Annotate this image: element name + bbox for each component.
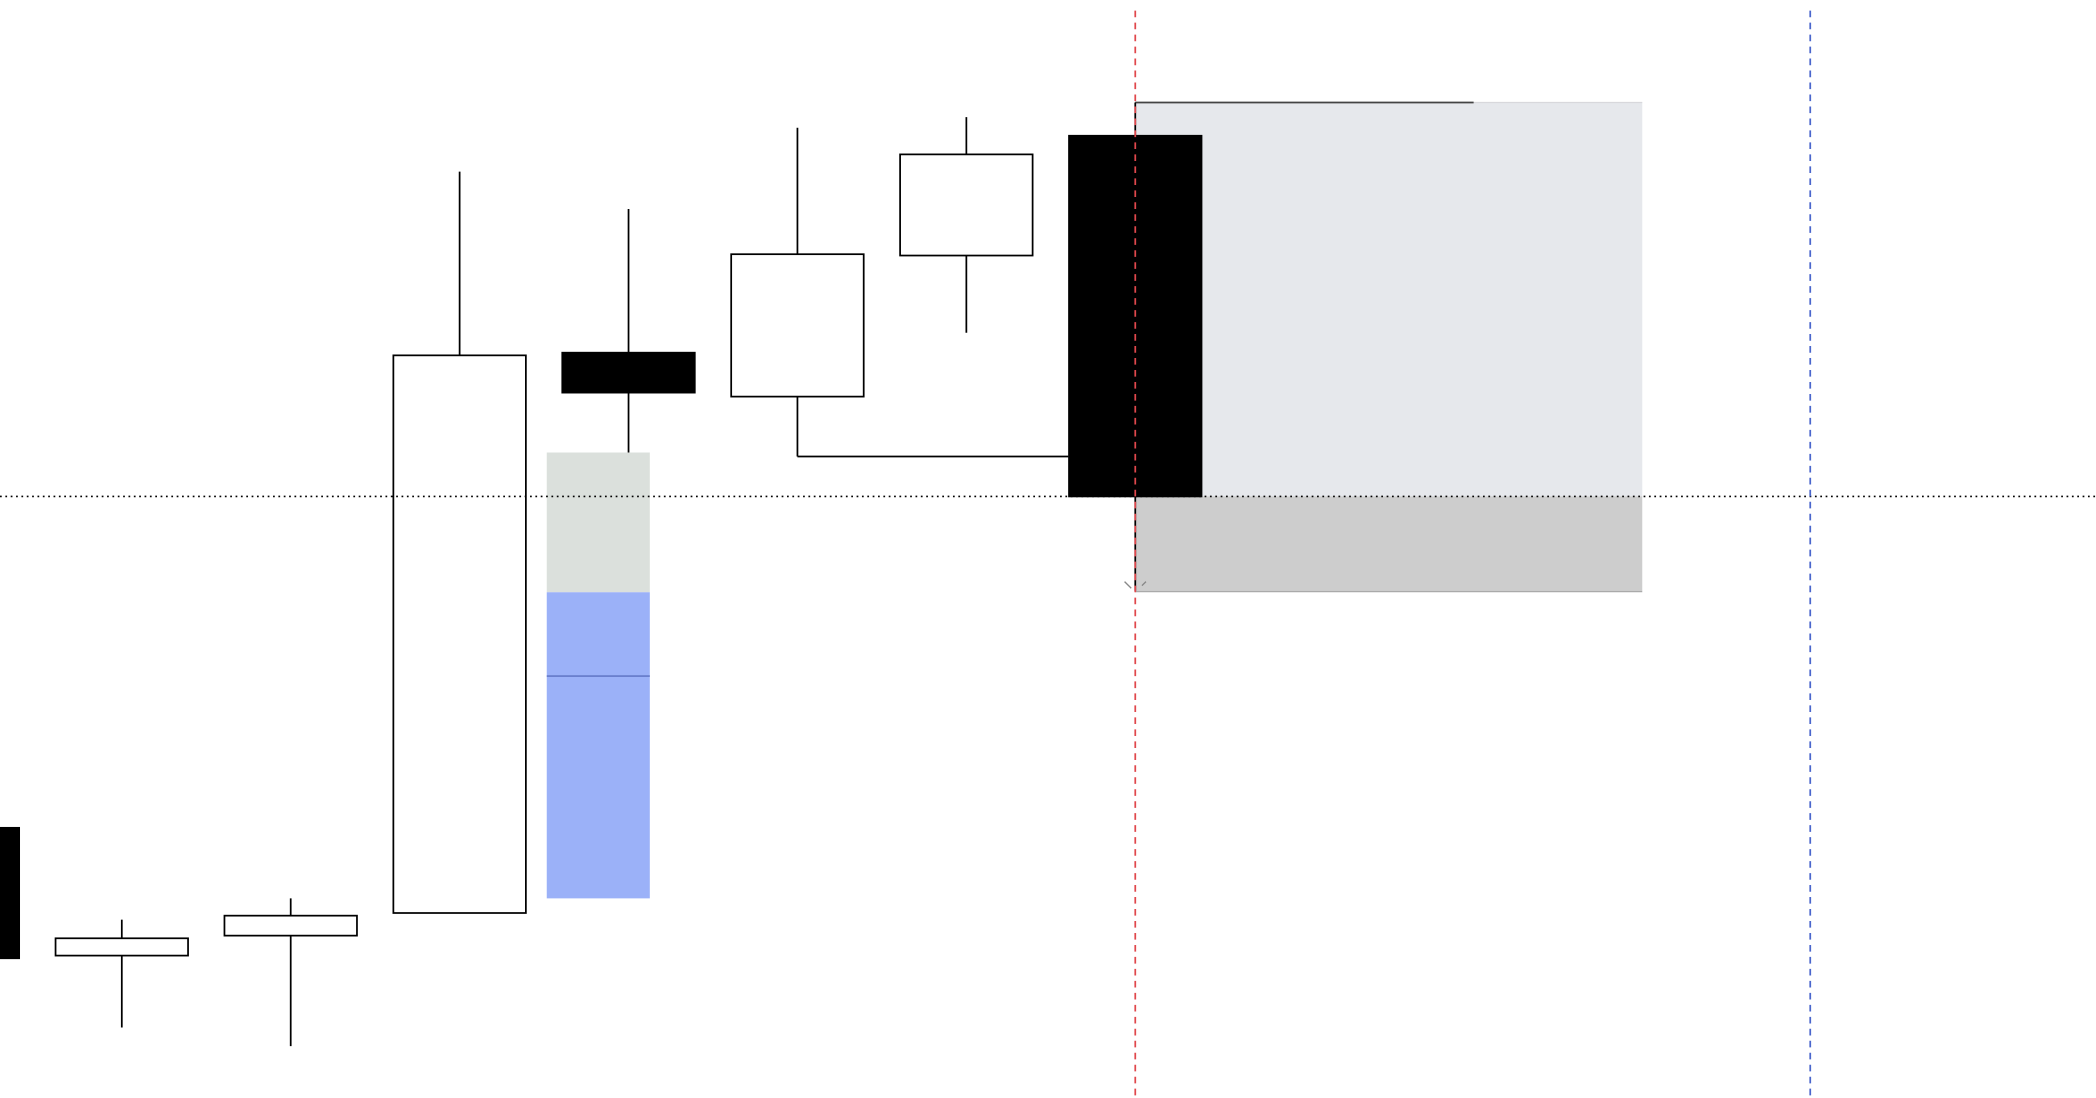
candle-bearish[interactable]	[561, 351, 696, 394]
range-box-lower[interactable]	[546, 592, 650, 899]
resize-handle-icon[interactable]	[1124, 581, 1147, 589]
position-loss-zone[interactable]	[1135, 496, 1643, 591]
candle-bullish[interactable]	[730, 253, 865, 398]
range-box-upper[interactable]	[546, 452, 650, 593]
position-profit-zone[interactable]	[1135, 102, 1643, 497]
candle-bullish[interactable]	[54, 937, 189, 957]
candle-bearish[interactable]	[0, 826, 21, 960]
candle-bullish[interactable]	[899, 153, 1034, 257]
candle-bullish[interactable]	[392, 354, 527, 914]
candle-bullish[interactable]	[223, 914, 358, 937]
